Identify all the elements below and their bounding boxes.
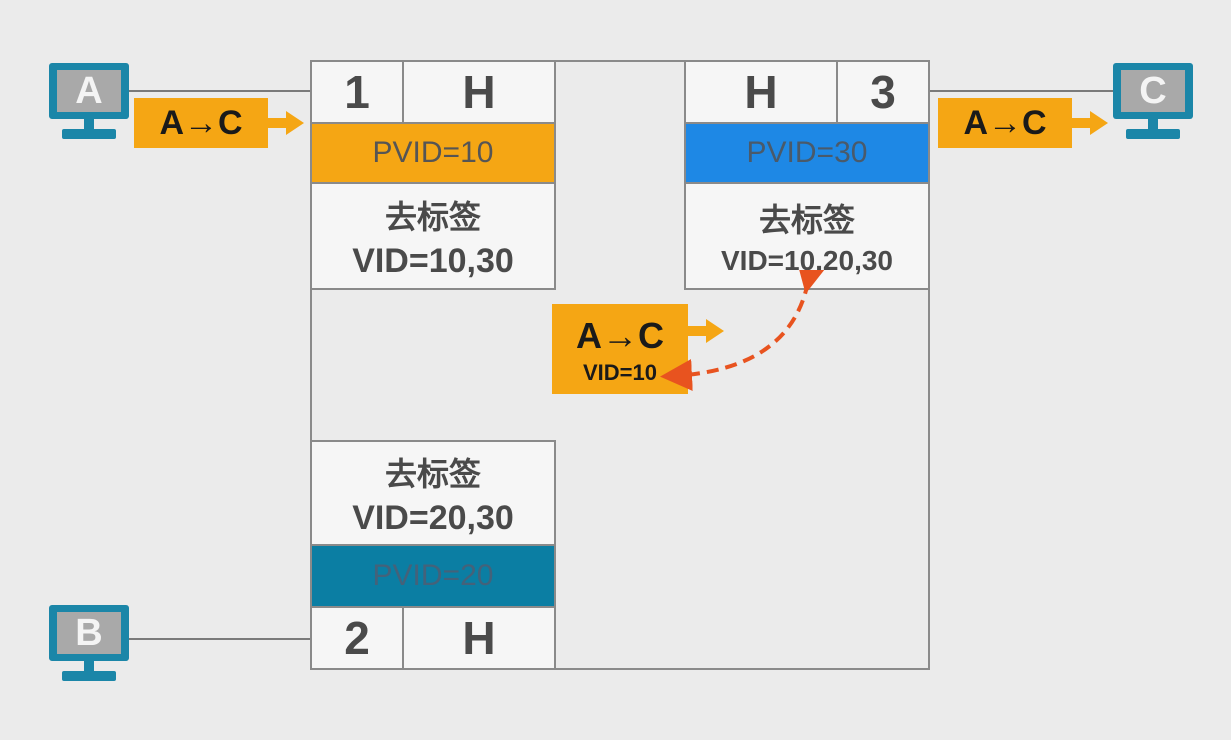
port2-pvid: PVID=20 xyxy=(310,544,556,608)
host-a: A xyxy=(46,60,132,146)
port3-pvid: PVID=30 xyxy=(684,122,930,184)
packet-outgoing: A→C xyxy=(938,98,1072,148)
host-c: C xyxy=(1110,60,1196,146)
port1-pvid: PVID=10 xyxy=(310,122,556,184)
arrow-right-icon xyxy=(266,111,304,135)
port1-vid: VID=10,30 xyxy=(352,241,514,280)
port1-untag-label: 去标签 xyxy=(384,197,481,236)
port1-number: 1 xyxy=(310,60,404,124)
port2-untag-box: 去标签 VID=20,30 xyxy=(310,440,556,546)
host-b: B xyxy=(46,602,132,688)
port2-vid: VID=20,30 xyxy=(352,498,514,537)
packet-internal-label: A→C xyxy=(576,315,664,356)
port3-untag-label: 去标签 xyxy=(758,201,855,239)
monitor-icon xyxy=(49,605,129,681)
port1-untag-box: 去标签 VID=10,30 xyxy=(310,182,556,290)
link-a-port1 xyxy=(128,90,312,92)
port1-mode: H xyxy=(402,60,556,124)
link-b-port2 xyxy=(128,638,312,640)
port2-number: 2 xyxy=(310,606,404,670)
host-b-label: B xyxy=(75,611,103,654)
packet-incoming: A→C xyxy=(134,98,268,148)
port3-mode: H xyxy=(684,60,838,124)
port3-number: 3 xyxy=(836,60,930,124)
host-a-label: A xyxy=(75,69,103,112)
host-c-label: C xyxy=(1139,69,1167,112)
link-c-port3 xyxy=(928,90,1118,92)
arrow-right-icon xyxy=(1070,111,1108,135)
port2-untag-label: 去标签 xyxy=(384,454,481,493)
port2-mode: H xyxy=(402,606,556,670)
dashed-curved-arrow xyxy=(660,270,828,391)
monitor-icon xyxy=(49,63,129,139)
monitor-icon xyxy=(1113,63,1193,139)
packet-internal-vid: VID=10 xyxy=(583,360,657,385)
